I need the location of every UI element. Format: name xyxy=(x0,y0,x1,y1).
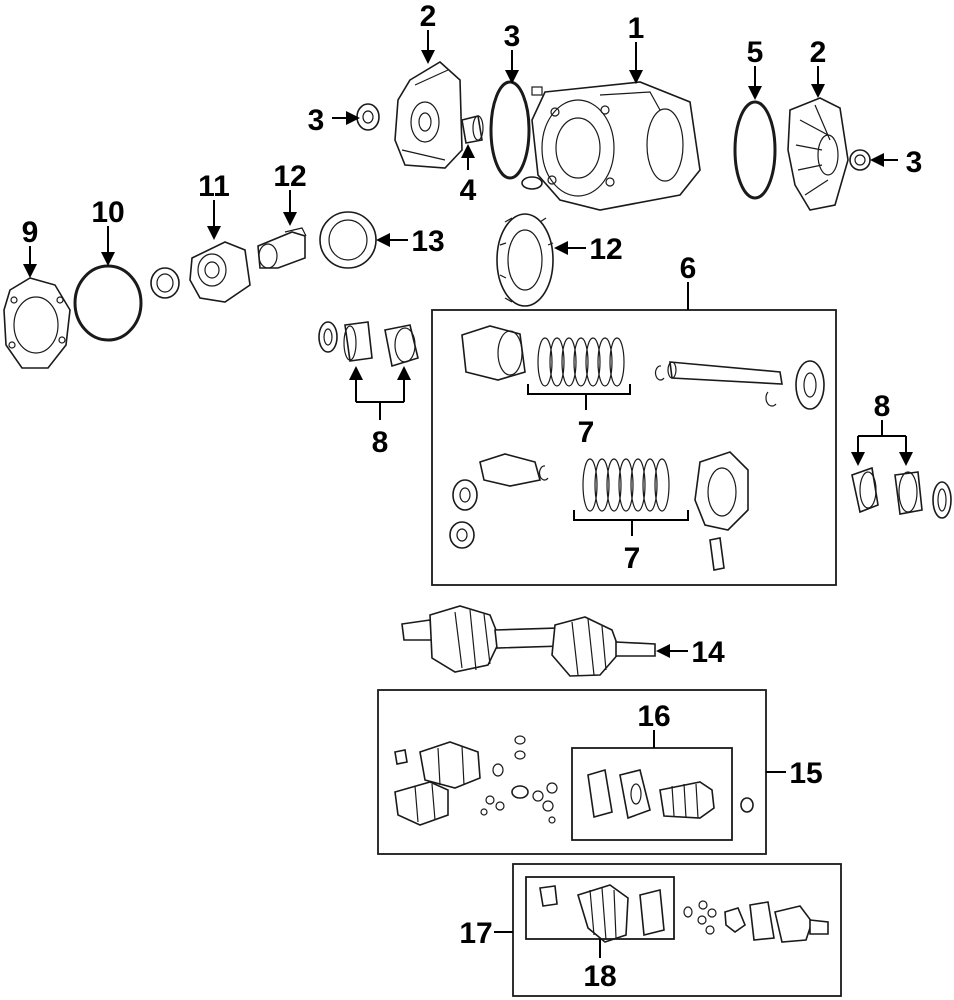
inner-cv-joint-parts[interactable] xyxy=(394,735,558,826)
callout-11: 11 xyxy=(198,170,230,203)
group-box-16 xyxy=(571,747,733,841)
callout-18: 18 xyxy=(583,960,616,993)
group-box-17 xyxy=(512,863,842,997)
callout-8-right: 8 xyxy=(874,390,891,423)
callout-7-upper: 7 xyxy=(578,416,595,449)
callout-12-upper: 12 xyxy=(273,160,306,193)
inner-boot-kit[interactable] xyxy=(587,768,754,820)
bearing-set-left[interactable] xyxy=(318,321,419,368)
outer-boot-kit[interactable] xyxy=(539,884,665,943)
callout-12-lower: 12 xyxy=(589,233,622,266)
callout-10: 10 xyxy=(91,196,124,229)
callout-3-left: 3 xyxy=(308,104,325,137)
clutch-pack-upper[interactable] xyxy=(461,325,625,387)
bushing[interactable] xyxy=(461,115,484,144)
clutch-ring[interactable] xyxy=(319,211,377,269)
large-seal-ring[interactable] xyxy=(73,264,143,342)
differential-housing[interactable] xyxy=(531,81,701,211)
callout-16: 16 xyxy=(637,700,670,733)
end-cover-plate[interactable] xyxy=(3,277,71,369)
seal-left[interactable] xyxy=(356,103,380,131)
callout-14: 14 xyxy=(691,636,725,669)
callout-5: 5 xyxy=(747,36,764,69)
group-box-6 xyxy=(431,309,837,586)
callout-3-right: 3 xyxy=(906,146,923,179)
leader-lines xyxy=(23,30,913,958)
callout-2-right: 2 xyxy=(810,36,827,69)
ring-gear[interactable] xyxy=(496,213,554,307)
bearing-set-right[interactable] xyxy=(851,466,952,519)
callout-9: 9 xyxy=(22,216,39,249)
callout-6: 6 xyxy=(680,252,697,285)
callout-17: 17 xyxy=(459,917,492,950)
bearing-sleeve[interactable] xyxy=(257,227,307,269)
callout-13: 13 xyxy=(411,225,444,258)
clutch-pack-lower[interactable] xyxy=(479,453,670,512)
differential-carrier[interactable] xyxy=(189,241,251,303)
callout-7-lower: 7 xyxy=(624,542,641,575)
callout-8-left: 8 xyxy=(372,426,389,459)
callout-2-left: 2 xyxy=(420,0,437,33)
gasket-ring[interactable] xyxy=(489,80,531,180)
callout-1: 1 xyxy=(628,12,645,45)
seal-right[interactable] xyxy=(849,149,871,171)
callout-4: 4 xyxy=(460,174,477,207)
half-shaft-assembly[interactable] xyxy=(401,605,656,677)
differential-case[interactable] xyxy=(694,451,749,571)
outer-cv-joint-parts[interactable] xyxy=(683,900,829,943)
axle-housing-cover-right[interactable] xyxy=(787,97,849,211)
snap-ring-small[interactable] xyxy=(150,267,180,299)
callout-labels: 1 2 2 3 3 3 4 5 6 7 7 8 8 9 10 11 12 12 … xyxy=(22,0,923,993)
seal-lower[interactable] xyxy=(521,176,543,190)
o-ring[interactable] xyxy=(733,100,777,200)
axle-housing-cover-left[interactable] xyxy=(394,61,463,169)
output-shaft[interactable] xyxy=(654,360,825,410)
side-gears[interactable] xyxy=(449,479,478,549)
callout-3-top: 3 xyxy=(504,20,521,53)
callout-15: 15 xyxy=(789,757,822,790)
